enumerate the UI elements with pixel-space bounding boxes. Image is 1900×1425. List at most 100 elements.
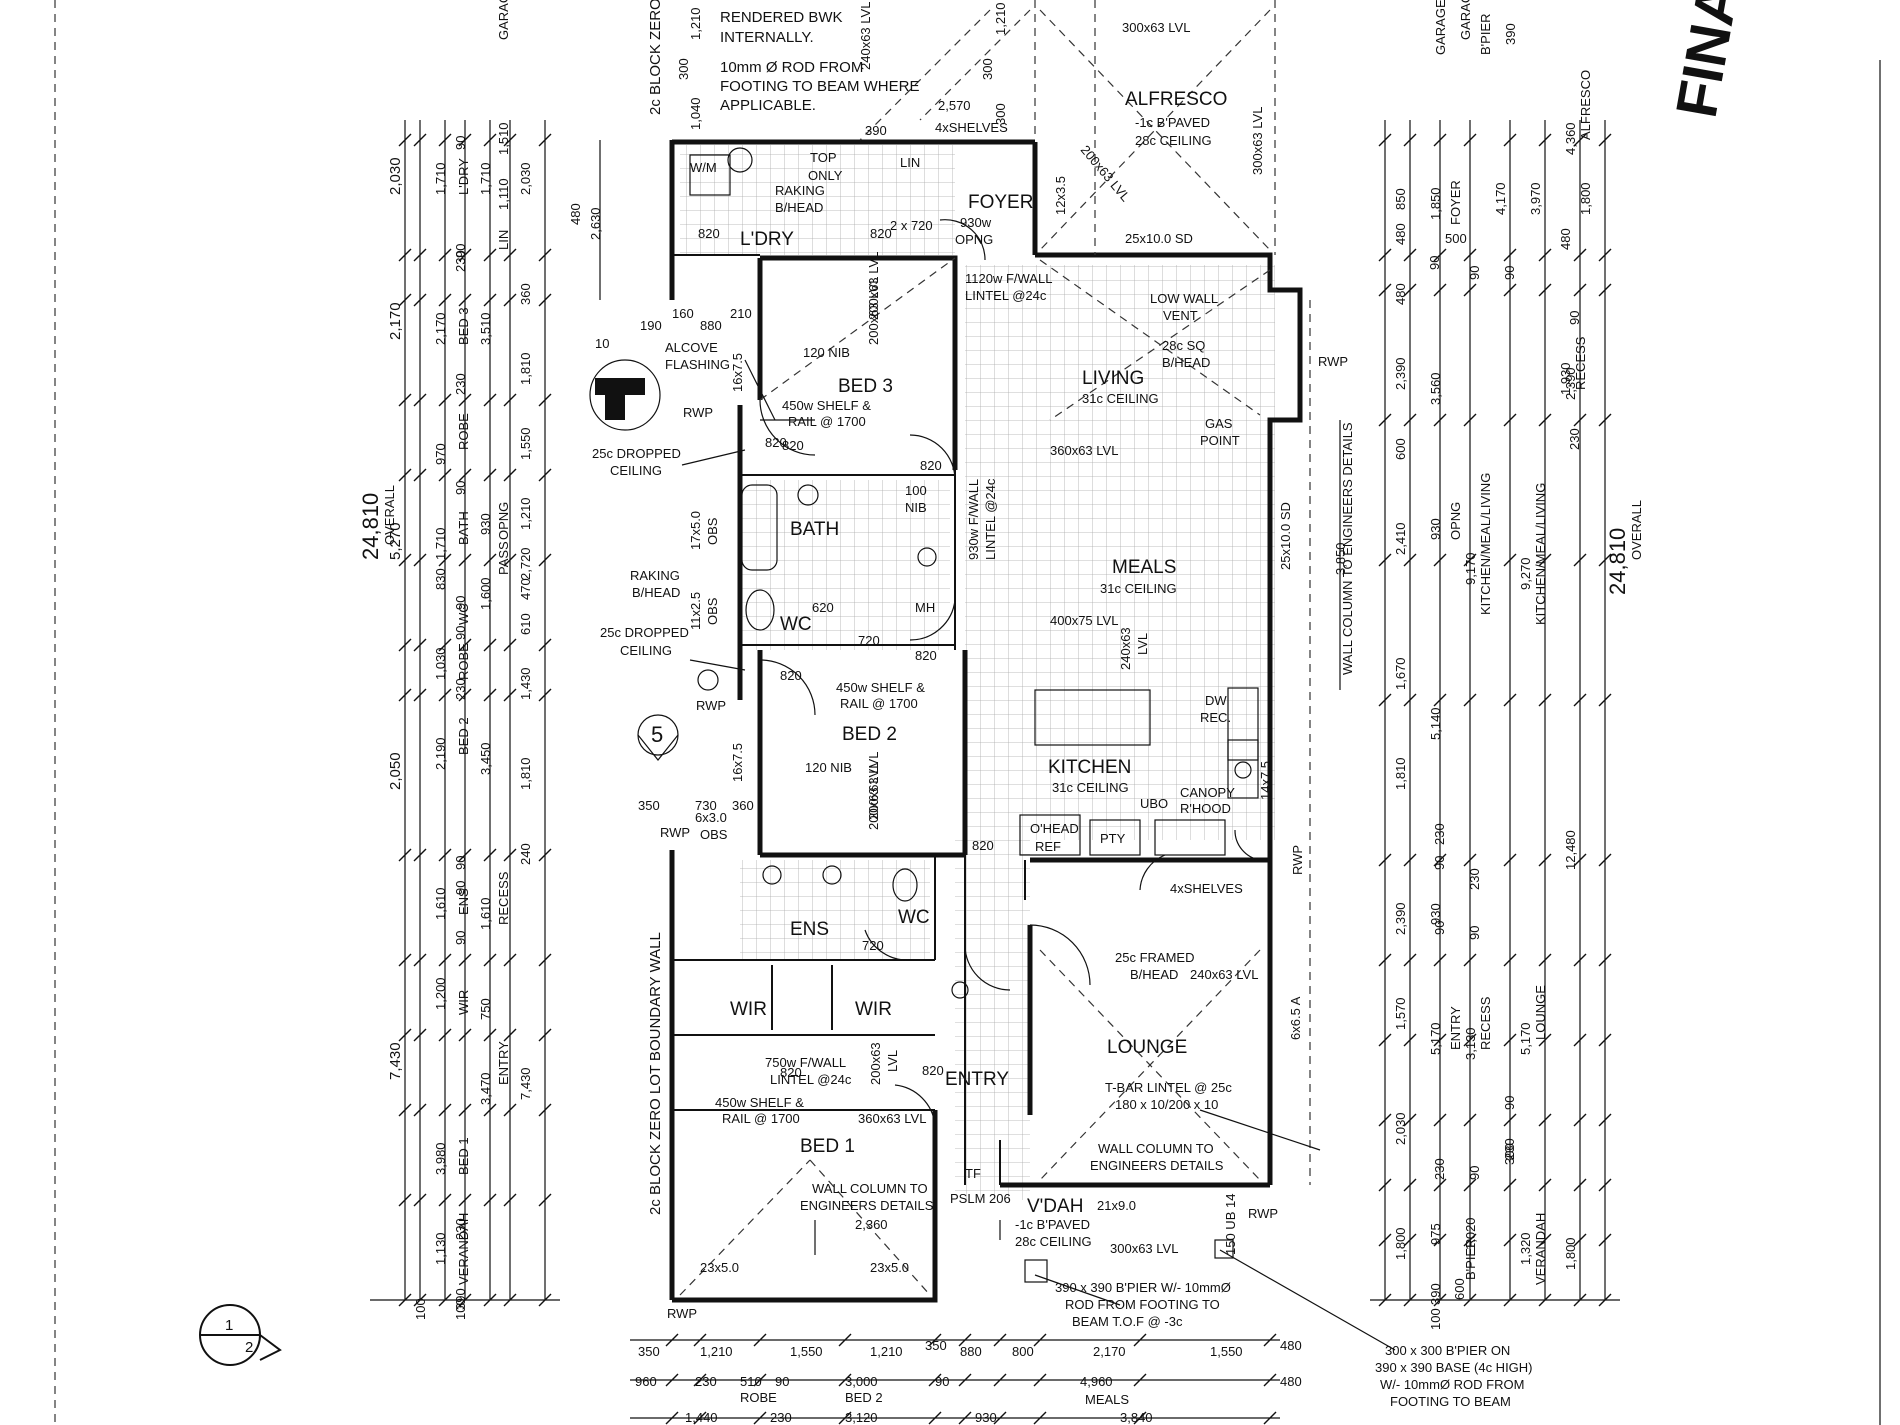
dimension-label: 820 [972, 838, 994, 853]
dimension-tick [1403, 283, 1417, 297]
dimension-tick [483, 553, 497, 567]
dimension-tick [1503, 1293, 1517, 1307]
dimension-tick [438, 953, 452, 967]
dimension-label: 90 [1432, 856, 1447, 870]
dimension-label: 820 [698, 226, 720, 241]
dimension-tick [753, 1373, 767, 1387]
ann-lintel-c: LINTEL @24c [770, 1072, 852, 1087]
dimension-label: 90 [1427, 256, 1442, 270]
dimension-tick [1573, 1033, 1587, 1047]
dimension-tick [1133, 1333, 1147, 1347]
dimension-label: 3,130 [1463, 1027, 1478, 1060]
dimension-tick [1573, 413, 1587, 427]
ann-lvl-300-vdah: 300x63 LVL [1110, 1241, 1178, 1256]
dimension-tick [458, 1193, 472, 1207]
dimension-label: 300 [993, 103, 1008, 125]
dimension-tick [483, 133, 497, 147]
dimension-tick [398, 638, 412, 652]
ann-bpier2b: 390 x 390 BASE (4c HIGH) [1375, 1360, 1533, 1375]
dimension-label: 480 [568, 203, 583, 225]
dimension-tick [1463, 1178, 1477, 1192]
dimension-label: 12x3.5 [1053, 176, 1068, 215]
room-foyer: FOYER [968, 192, 1033, 213]
dimension-tick [538, 393, 552, 407]
dimension-label: 230 [453, 250, 468, 272]
bed2-rail: RAIL @ 1700 [840, 696, 918, 711]
dimension-lines [370, 120, 1620, 1419]
dimension-label: OPNG [496, 502, 511, 540]
dimension-label: 2,390 [1393, 357, 1408, 390]
note-garage-left: GARAGE [496, 0, 511, 40]
room-bed2: BED 2 [842, 724, 897, 745]
dimension-tick [1573, 553, 1587, 567]
note-boundary-wall: 2c BLOCK ZERO LOT BOUNDARY WALL [647, 932, 664, 1215]
ann-bpier1c: BEAM T.O.F @ -3c [1072, 1314, 1183, 1329]
ann-alcove: ALCOVE [665, 340, 718, 355]
dimension-label: 230 [770, 1410, 792, 1425]
dimension-label: PASS [496, 541, 511, 575]
dimension-tick [398, 393, 412, 407]
dimension-tick [1263, 1411, 1277, 1425]
dimension-tick [1463, 853, 1477, 867]
dimension-tick [1433, 1113, 1447, 1127]
dimension-tick [693, 1333, 707, 1347]
dimension-label: 230 [1567, 428, 1582, 450]
dimension-tick [928, 1373, 942, 1387]
dimension-label: 5,140 [1428, 707, 1443, 740]
left-overall-label: OVERALL [382, 485, 397, 545]
dimension-tick [1433, 413, 1447, 427]
dimension-label: 3,120 [845, 1410, 878, 1425]
dimension-label: RECESS [1573, 336, 1588, 390]
dimension-tick [1598, 553, 1612, 567]
dimension-tick [398, 848, 412, 862]
dimension-tick [1378, 1293, 1392, 1307]
dimension-label: 230 [695, 1374, 717, 1389]
ann-lvl-300-v: 300x63 LVL [1250, 107, 1265, 175]
dimension-tick [1573, 133, 1587, 147]
dimension-tick [413, 848, 427, 862]
dimension-label: 1,710 [433, 527, 448, 560]
dimension-label: 1,020 [1463, 1217, 1478, 1250]
dimension-ticks [398, 133, 1612, 1425]
ann-lvl-200-entry-b: LVL [885, 1050, 900, 1072]
dimension-label: 2,570 [938, 98, 971, 113]
dimension-label: 4,960 [1080, 1374, 1113, 1389]
dimension-tick [483, 468, 497, 482]
dimension-tick [438, 248, 452, 262]
dimension-label: 3,510 [478, 312, 493, 345]
dimension-tick [438, 848, 452, 862]
ann-raking1: RAKING [775, 183, 825, 198]
dimension-tick [458, 1028, 472, 1042]
room-bed3: BED 3 [838, 376, 893, 397]
dimension-tick [1033, 1411, 1047, 1425]
dimension-label: 390 [1428, 1283, 1443, 1305]
dimension-tick [1403, 1293, 1417, 1307]
dimension-label: 480 [1280, 1374, 1302, 1389]
dimension-tick [958, 1333, 972, 1347]
dimension-label: 820 [870, 226, 892, 241]
ann-wall-col2: WALL COLUMN TO [1098, 1141, 1214, 1156]
dimension-label: 4,170 [1493, 182, 1508, 215]
ceiling-diagonals [679, 257, 1271, 1296]
dimension-tick [1433, 248, 1447, 262]
ann-obs-11b: OBS [705, 597, 720, 625]
dimension-label: 1,800 [1393, 1227, 1408, 1260]
dimension-tick [1503, 693, 1517, 707]
dimension-tick [1598, 853, 1612, 867]
dimension-label: 470 [518, 578, 533, 600]
ann-dropped2: 25c DROPPED [600, 625, 689, 640]
ann-opng-930: 930w [960, 215, 992, 230]
ann-flashing: FLASHING [665, 357, 730, 372]
dimension-tick [538, 248, 552, 262]
dimension-room-label: VERANDAH [456, 1213, 471, 1285]
dimension-room-label: BED 2 [845, 1390, 883, 1405]
dimension-label: 1,200 [433, 977, 448, 1010]
dimension-label: 3,850 [1333, 542, 1348, 575]
dimension-label: 9,170 [1463, 552, 1478, 585]
dimension-label: 610 [518, 613, 533, 635]
dimension-label: 600 [1452, 1278, 1467, 1300]
dimension-label: ALFRESCO [1578, 70, 1593, 140]
dimension-tick [1573, 1233, 1587, 1247]
dimension-label: 240x63 LVL [858, 2, 873, 70]
